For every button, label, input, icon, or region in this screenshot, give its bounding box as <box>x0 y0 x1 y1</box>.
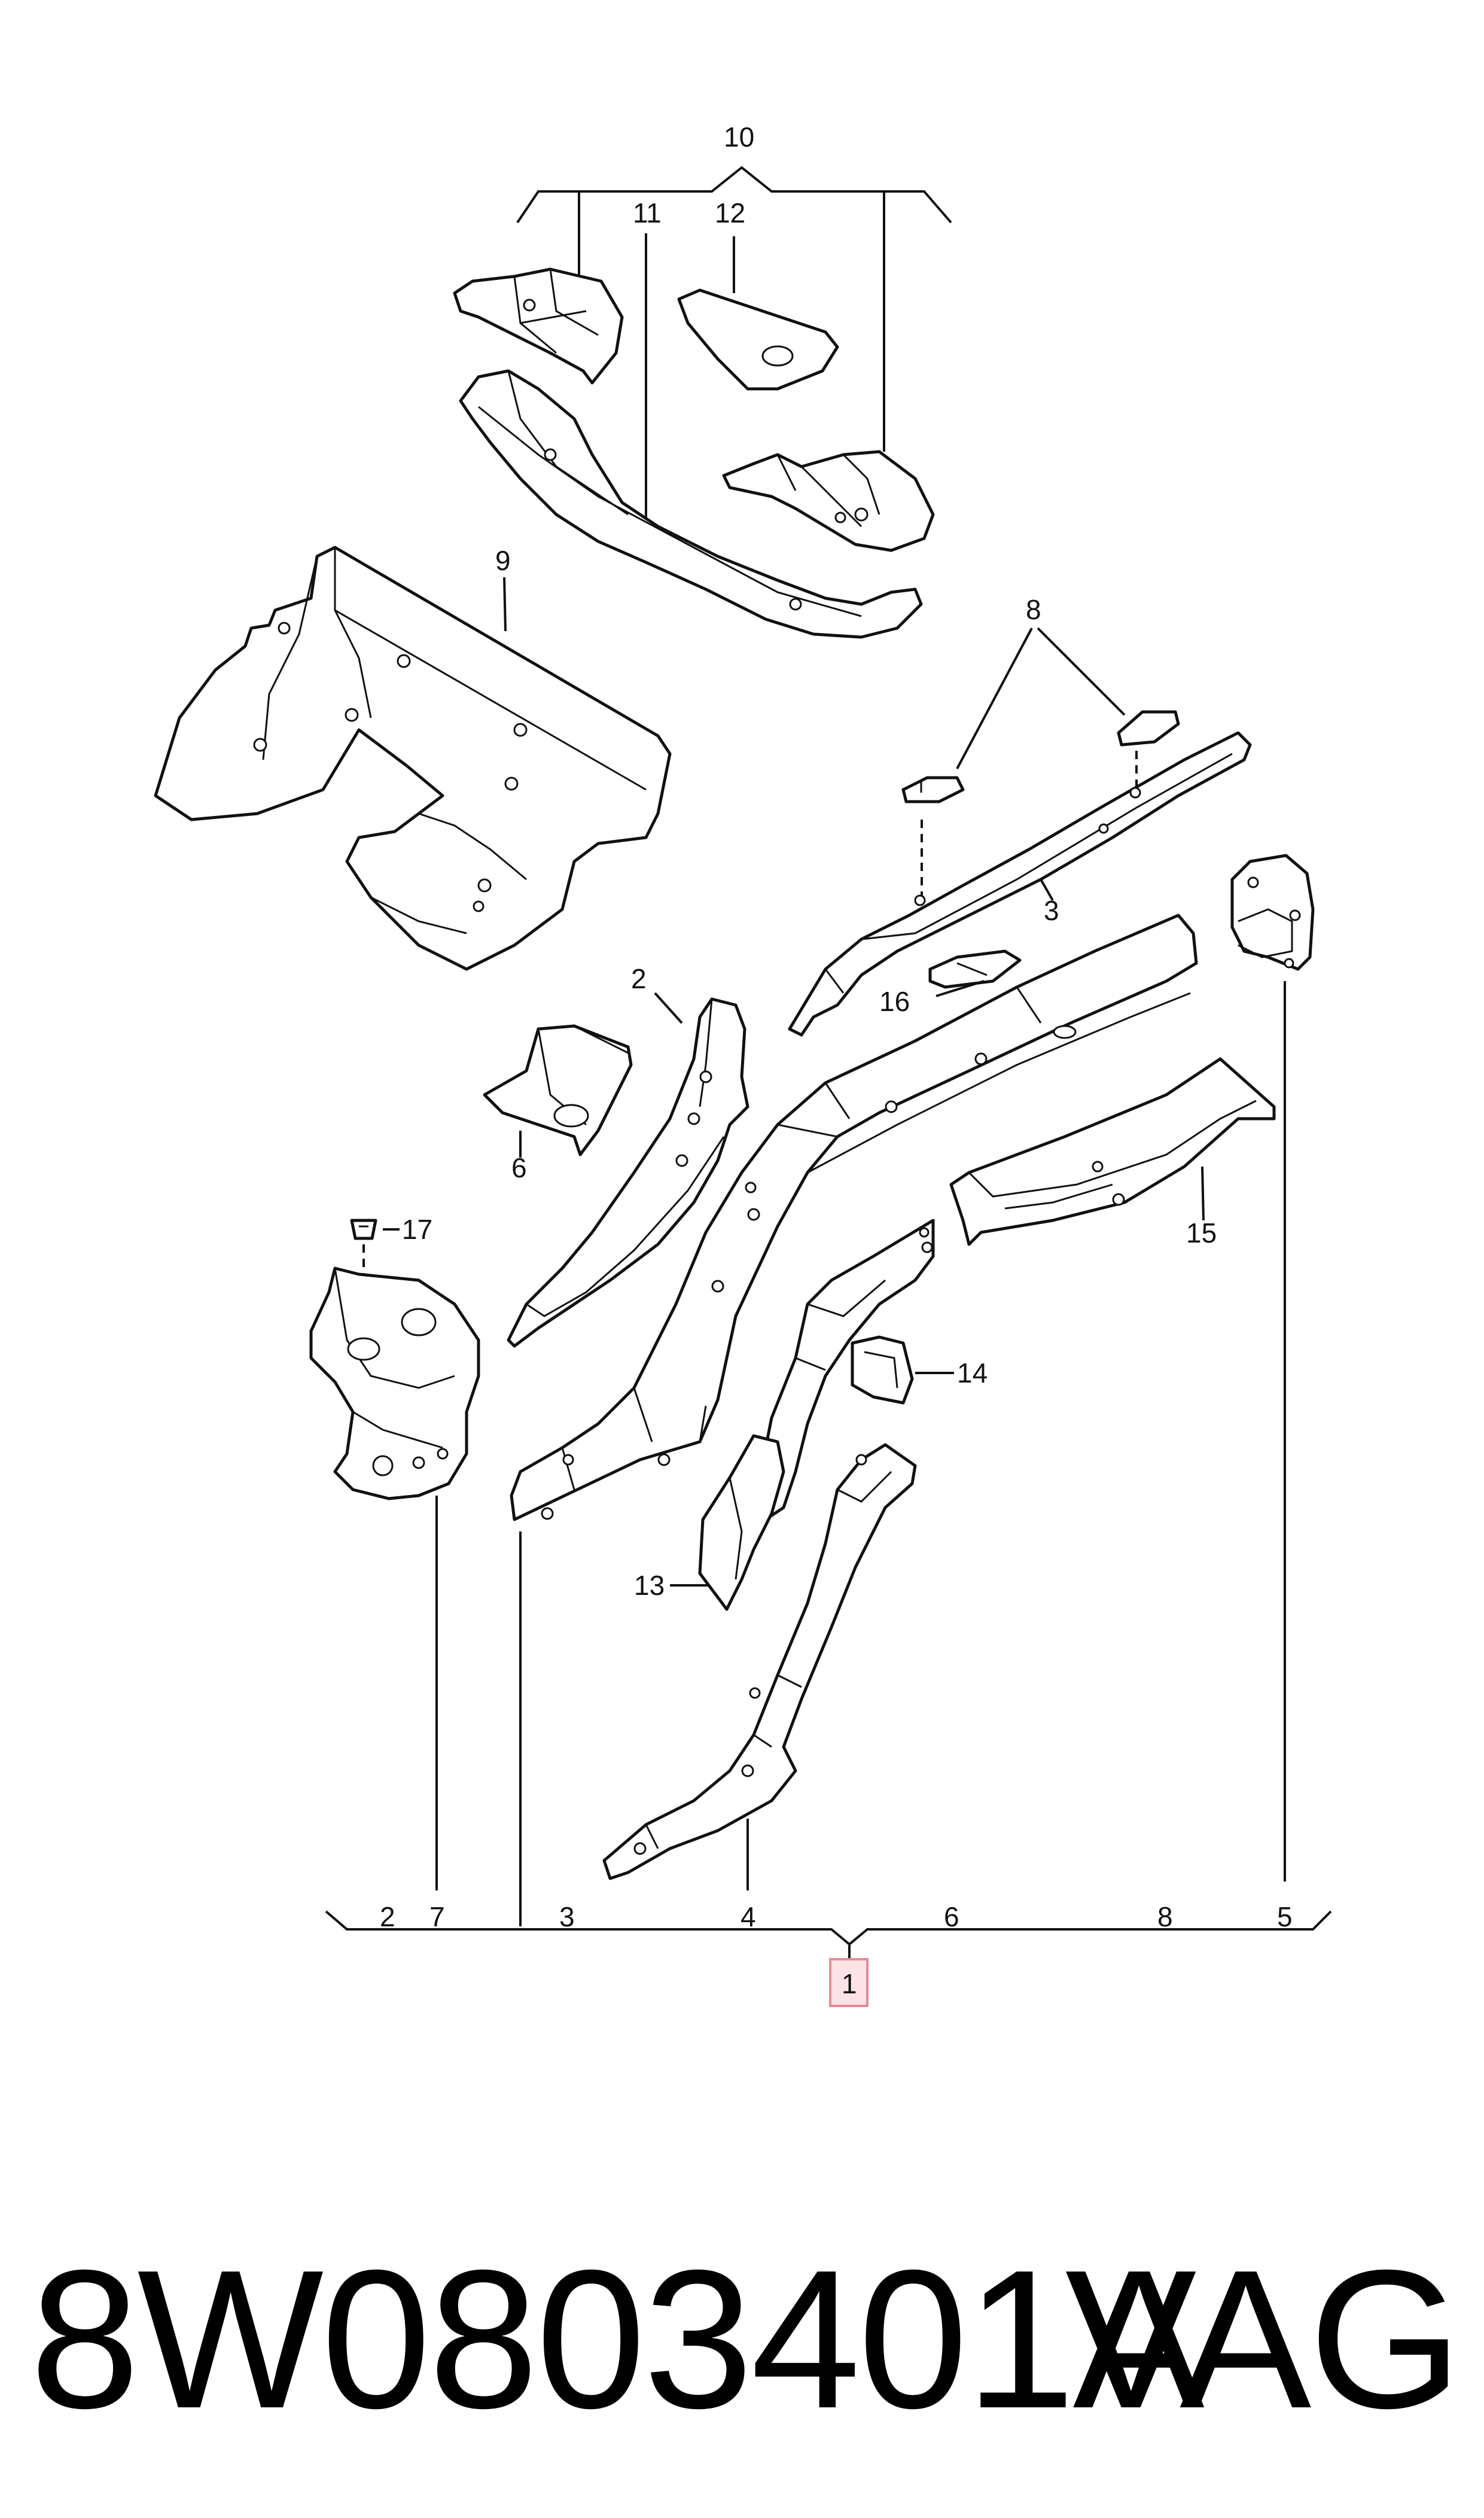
part-11-crossmember <box>459 369 923 639</box>
part-12-plate <box>677 288 839 391</box>
part-15-reinforcement <box>949 1057 1276 1246</box>
bottom-label-3: 3 <box>559 1901 575 1932</box>
part-8-clip-right <box>1117 710 1180 747</box>
callout-1[interactable]: 1 <box>842 1968 857 1999</box>
part-10-left-bracket <box>453 267 624 385</box>
part-4-inner-rail <box>758 1219 935 1521</box>
bottom-label-4: 4 <box>741 1901 756 1932</box>
part-16-small-bracket <box>928 949 1022 989</box>
callout-1-highlight[interactable] <box>829 1958 869 2007</box>
callout-16: 16 <box>879 986 910 1017</box>
part-5-mount <box>1230 854 1315 971</box>
part-3-side-rail <box>788 731 1252 1037</box>
bottom-label-7: 7 <box>429 1901 445 1932</box>
callout-15: 15 <box>1186 1217 1217 1249</box>
callout-10: 10 <box>724 121 754 153</box>
parts-diagram: 10 11 12 9 8 <box>154 121 1332 2007</box>
callout-9: 9 <box>495 545 511 576</box>
callout-14: 14 <box>957 1357 988 1389</box>
callout-13: 13 <box>634 1570 665 1601</box>
part-4-sill <box>602 1443 917 1880</box>
part-number: 8W0803401A <box>30 2228 1205 2449</box>
part-17-bolt <box>350 1219 377 1240</box>
bottom-label-2: 2 <box>380 1901 395 1932</box>
bottom-label-5: 5 <box>1277 1901 1293 1932</box>
bottom-label-6: 6 <box>944 1901 959 1932</box>
callout-17: 17 <box>402 1214 432 1245</box>
bracket-10 <box>516 166 952 520</box>
callout-2-upper: 2 <box>631 963 647 994</box>
part-9-floor-panel <box>154 546 672 971</box>
part-8-clip-left <box>901 776 965 803</box>
callout-3-upper: 3 <box>1044 895 1059 926</box>
bottom-label-8: 8 <box>1157 1901 1173 1932</box>
part-3-main-rail <box>510 914 1198 1521</box>
part-2-pillar <box>507 997 749 1348</box>
brand: VAG <box>1065 2228 1462 2449</box>
part-13-bracket <box>698 1434 785 1611</box>
callout-12: 12 <box>715 197 745 229</box>
callout-6-upper: 6 <box>511 1152 527 1183</box>
part-6-bracket <box>483 1024 633 1156</box>
callout-11: 11 <box>633 197 662 229</box>
callout-8: 8 <box>1026 594 1041 625</box>
bottom-bracket <box>325 1910 1332 1962</box>
part-14-clip <box>851 1335 914 1405</box>
part-10-right-bracket <box>722 450 935 552</box>
part-7-mount <box>309 1266 480 1500</box>
footer: 8W0803401A VAG <box>0 2208 1484 2471</box>
